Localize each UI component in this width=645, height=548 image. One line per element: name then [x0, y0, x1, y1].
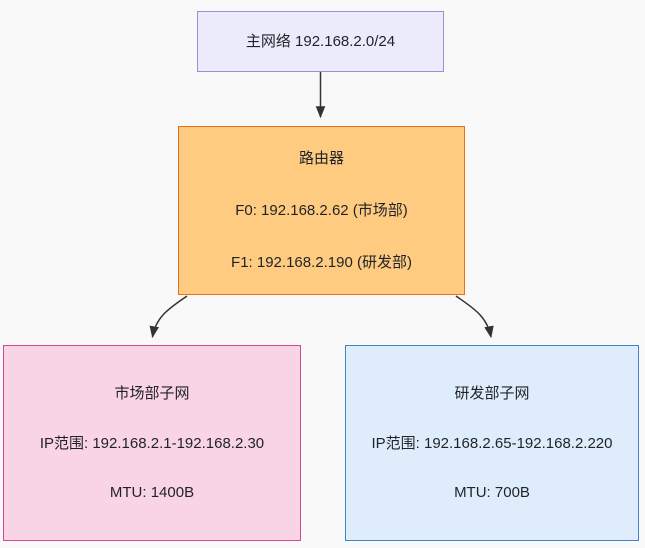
edge-router-to-marketing-subnet — [149, 295, 188, 339]
node-main-network[interactable]: 主网络 192.168.2.0/24 — [197, 11, 444, 72]
main-network-label: 主网络 192.168.2.0/24 — [245, 32, 396, 50]
router-interface-f1: F1: 192.168.2.190 (研发部) — [231, 253, 412, 271]
rd-subnet-mtu: MTU: 700B — [454, 483, 530, 501]
node-rd-subnet[interactable]: 研发部子网 IP范围: 192.168.2.65-192.168.2.220 M… — [345, 345, 639, 541]
node-router[interactable]: 路由器 F0: 192.168.2.62 (市场部) F1: 192.168.2… — [178, 126, 465, 295]
marketing-subnet-ip-range: IP范围: 192.168.2.1-192.168.2.30 — [39, 434, 265, 452]
router-interface-f0: F0: 192.168.2.62 (市场部) — [235, 201, 408, 219]
node-marketing-subnet[interactable]: 市场部子网 IP范围: 192.168.2.1-192.168.2.30 MTU… — [3, 345, 301, 541]
rd-subnet-title: 研发部子网 — [454, 384, 530, 402]
rd-subnet-ip-range: IP范围: 192.168.2.65-192.168.2.220 — [371, 434, 613, 452]
marketing-subnet-title: 市场部子网 — [114, 384, 190, 402]
marketing-subnet-mtu: MTU: 1400B — [109, 483, 195, 501]
edge-router-to-rd-subnet — [455, 295, 494, 339]
router-title: 路由器 — [298, 149, 344, 167]
